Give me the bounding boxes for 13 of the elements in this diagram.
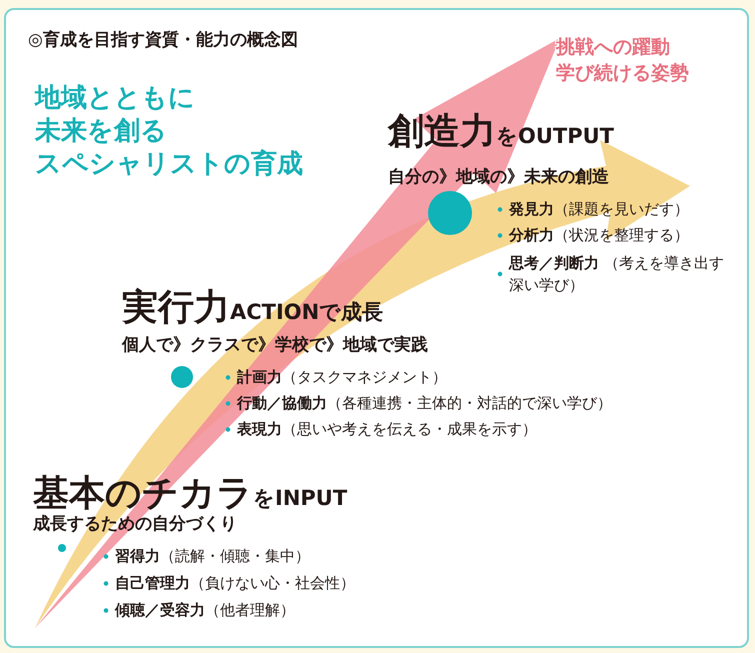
arrow-caption: 挑戦への躍動 [556, 35, 670, 60]
stage-subtitle: 個人で》クラスで》学校で》地域で実践 [122, 334, 428, 356]
stage-subtitle: 自分の》地域の》未来の創造 [388, 166, 609, 188]
slogan-text: 未来を創る [35, 115, 167, 148]
stage-heading: 創造力をOUTPUT [388, 114, 614, 150]
ability-item: 思考／判断力 （考えを導き出す深い学び） [497, 252, 724, 296]
slogan-text: スペシャリストの育成 [35, 148, 303, 181]
stage-heading: 実行力ACTIONで成長 [122, 290, 384, 326]
title: ◎育成を目指す資質・能力の概念図 [28, 29, 298, 51]
slogan-text: 地域とともに [35, 82, 195, 115]
stage-heading: 基本のチカラをINPUT [33, 476, 348, 512]
arrow-caption: 学び続ける姿勢 [556, 61, 689, 86]
stage-subtitle: 成長するための自分づくり [33, 513, 237, 535]
